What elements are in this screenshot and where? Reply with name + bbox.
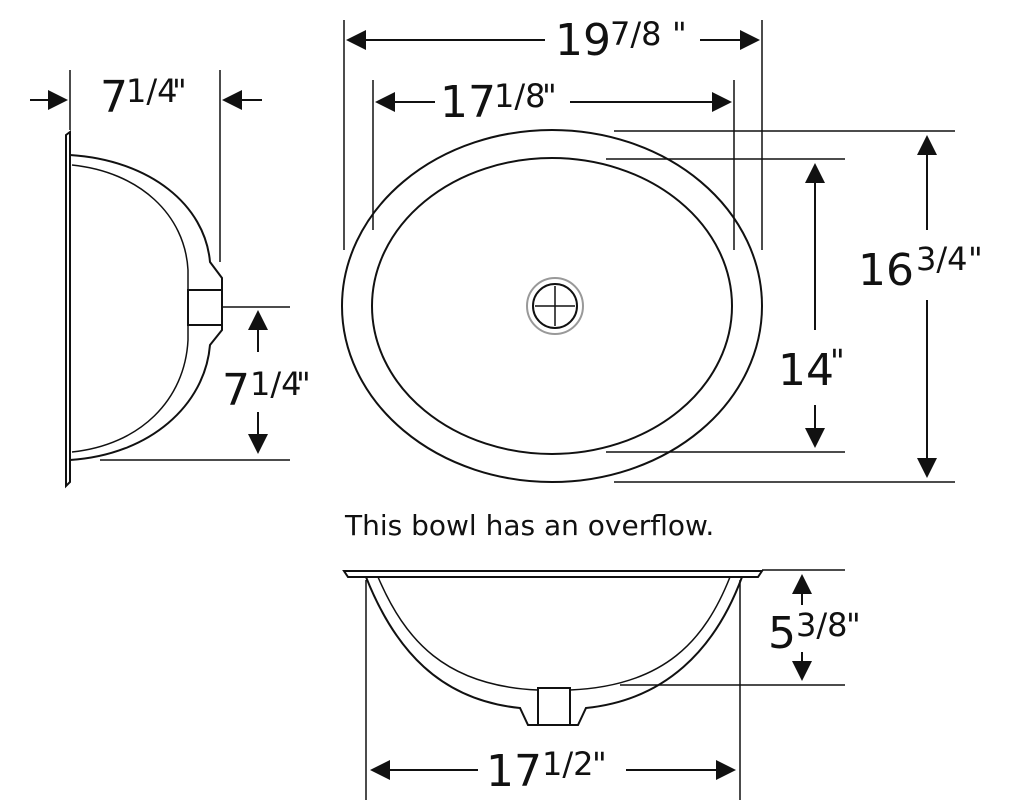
depth-whole: 5 (768, 608, 796, 659)
inner-length-unit: " (542, 77, 557, 115)
side-drain-height-dimension: 7 1/4 " (222, 310, 311, 454)
inner-length-dimension: 17 1/8 " (375, 77, 732, 128)
outer-rim (341, 129, 763, 483)
side-width-unit: " (172, 72, 187, 110)
outer-width-whole: 16 (858, 245, 914, 296)
side-drain-height-frac: 1/4 (250, 365, 302, 403)
front-view (342, 569, 845, 800)
drain-outer-ring (526, 277, 584, 335)
side-drain (187, 289, 223, 326)
inner-length-frac: 1/8 (494, 77, 546, 115)
side-drain-height-whole: 7 (222, 365, 250, 416)
inner-width-unit: " (830, 342, 845, 380)
side-width-dimension: 7 1/4 " (30, 72, 262, 123)
outer-length-frac: 7/8 (610, 15, 662, 53)
inner-bowl (371, 157, 733, 455)
outer-width-unit: " (968, 240, 983, 278)
side-width-frac: 1/4 (126, 72, 178, 110)
top-view (341, 20, 955, 483)
side-drain-height-unit: " (296, 365, 311, 403)
depth-unit: " (846, 606, 861, 644)
outer-length-dimension: 19 7/8 " (346, 15, 760, 66)
depth-frac: 3/8 (796, 606, 848, 644)
side-view (65, 70, 290, 489)
outer-width-dimension: 16 3/4 " (858, 135, 983, 478)
side-width-whole: 7 (100, 72, 128, 123)
bottom-length-unit: " (592, 745, 607, 783)
bottom-length-whole: 17 (486, 746, 542, 797)
bottom-length-dimension: 17 1/2 " (370, 745, 736, 797)
outer-width-frac: 3/4 (916, 240, 968, 278)
outer-length-whole: 19 (555, 15, 611, 66)
drain (532, 283, 578, 329)
front-drain (537, 687, 571, 726)
inner-width-whole: 14 (778, 345, 834, 396)
depth-dimension: 5 3/8 " (768, 574, 861, 681)
overflow-note: This bowl has an overflow. (344, 509, 714, 542)
bottom-length-frac: 1/2 (542, 745, 594, 783)
inner-width-dimension: 14 " (778, 163, 845, 448)
inner-length-whole: 17 (440, 77, 496, 128)
outer-length-unit: " (672, 15, 687, 53)
